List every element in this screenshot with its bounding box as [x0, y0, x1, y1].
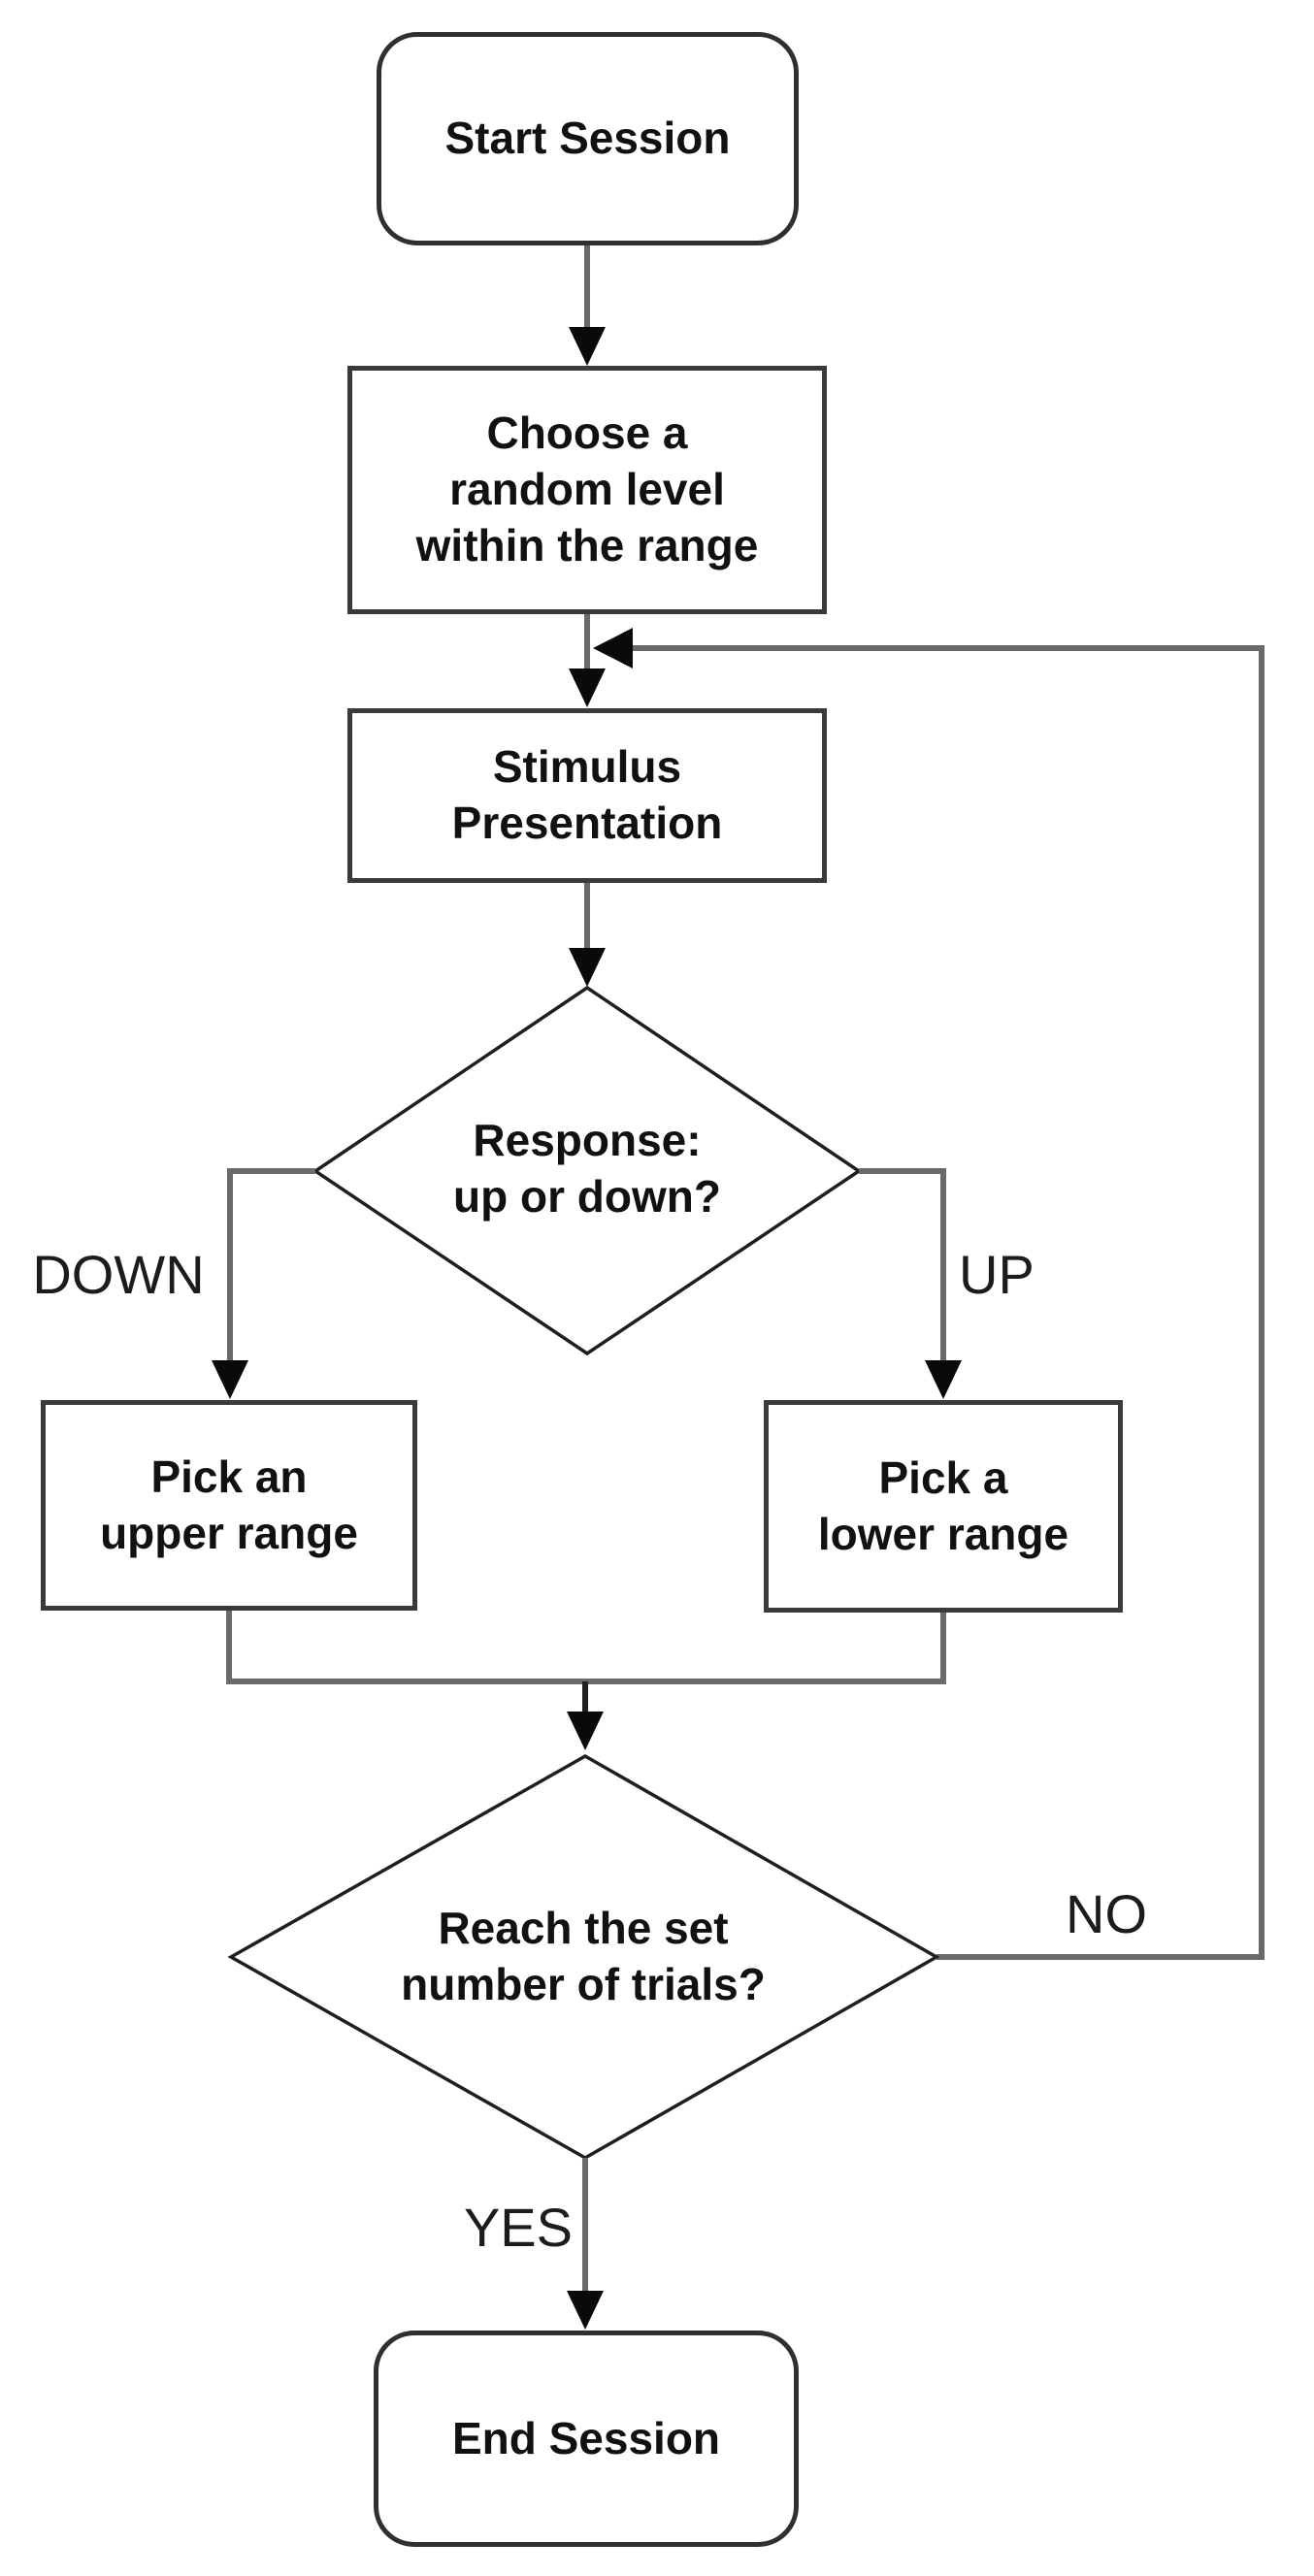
edge-down-branch	[227, 1168, 315, 1362]
node-choose-level: Choose a random level within the range	[347, 366, 827, 614]
arrowhead-into-choose-icon	[569, 327, 606, 366]
node-stimulus-presentation: Stimulus Presentation	[347, 708, 827, 883]
node-pick-upper-range: Pick an upper range	[41, 1400, 417, 1611]
node-end: End Session	[374, 2331, 799, 2547]
edge-up-branch	[859, 1168, 946, 1362]
edge-merge-picks	[226, 1611, 946, 1684]
arrowhead-into-lower-icon	[925, 1360, 962, 1399]
node-response-diamond	[312, 985, 863, 1356]
node-reach-trials-label: Reach the set number of trials?	[401, 1903, 766, 2009]
edge-no-feedback-loop	[632, 645, 1265, 1960]
edge-label-up: UP	[959, 1244, 1035, 1305]
node-start: Start Session	[377, 32, 799, 245]
edge-label-yes: YES	[463, 2197, 573, 2258]
arrowhead-into-upper-icon	[212, 1360, 248, 1399]
arrowhead-into-stimulus-icon	[569, 668, 606, 707]
edge-label-no: NO	[1066, 1883, 1147, 1944]
arrowhead-into-end-icon	[567, 2291, 604, 2330]
node-response-label: Response: up or down?	[453, 1115, 721, 1222]
arrowhead-into-response-icon	[569, 948, 606, 987]
arrowhead-into-trials-icon	[567, 1712, 604, 1750]
edge-label-down: DOWN	[32, 1244, 205, 1305]
arrowhead-feedback-junction-icon	[593, 628, 633, 668]
node-pick-lower-range: Pick a lower range	[764, 1400, 1123, 1613]
